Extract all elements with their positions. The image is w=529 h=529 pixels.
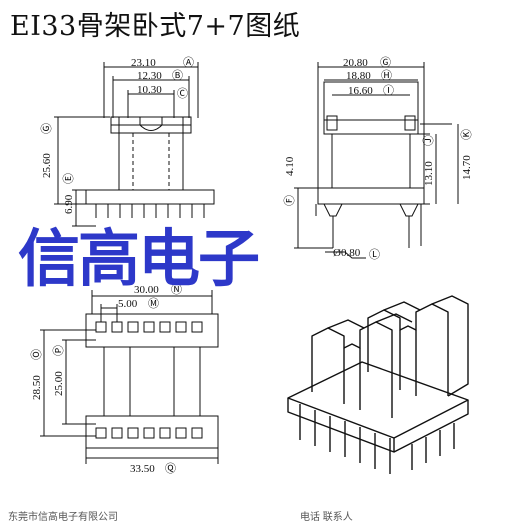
- marker-i: Ⓘ: [383, 84, 394, 97]
- side-top-flange: [323, 81, 419, 135]
- iso-pins: [299, 404, 455, 474]
- dim-pin-diameter: Ø0.80: [333, 247, 361, 259]
- iso-right-flange: [367, 303, 449, 396]
- dim-line: [420, 123, 459, 204]
- watermark-text: 信高电子: [18, 222, 260, 295]
- front-view: [54, 62, 215, 227]
- marker-l: Ⓛ: [369, 248, 380, 261]
- dim-bottom-width: 30.00: [134, 284, 159, 296]
- dim-front-width-outer: 23.10: [131, 57, 156, 69]
- front-pins: [95, 204, 205, 218]
- dim-line: [325, 251, 366, 259]
- bottom-pin-pads: [95, 321, 203, 439]
- bottom-body: [103, 347, 201, 416]
- dim-line: [112, 76, 190, 118]
- marker-b: Ⓑ: [172, 69, 183, 82]
- footer-right-text: 电话 联系人: [300, 512, 353, 523]
- dim-bottom-height-outer: 28.50: [31, 375, 43, 400]
- iso-right-flange-top: [383, 295, 469, 397]
- dim-pin-length: 4.10: [284, 156, 296, 176]
- dim-line: [100, 304, 118, 322]
- dim-line: [54, 116, 110, 205]
- dim-side-width-outer: 20.80: [343, 57, 368, 69]
- dim-bottom-base: 33.50: [130, 463, 155, 475]
- isometric-view: [287, 295, 469, 474]
- side-slot-right: [404, 115, 416, 131]
- marker-k: Ⓚ: [460, 129, 473, 140]
- front-body-sides: [118, 117, 184, 190]
- drawing-title: EI33骨架卧式7+7图纸: [10, 11, 301, 42]
- dim-pin-pitch: 5.00: [118, 298, 138, 310]
- marker-e: Ⓔ: [62, 173, 75, 184]
- bottom-view: [40, 290, 219, 464]
- marker-g-side: Ⓖ: [380, 56, 391, 69]
- marker-f: Ⓕ: [283, 195, 296, 206]
- side-base: [317, 187, 425, 205]
- marker-q: Ⓠ: [165, 462, 176, 475]
- front-base-flange: [85, 189, 215, 205]
- dim-front-height-base: 6.90: [63, 194, 75, 214]
- dim-line: [85, 448, 219, 464]
- dim-side-width-mid: 18.80: [346, 70, 371, 82]
- iso-left-flange: [311, 321, 393, 418]
- dim-line: [62, 339, 96, 425]
- dim-line: [91, 290, 213, 314]
- dim-front-height-total: 25.60: [41, 153, 53, 178]
- dim-front-width-mid: 12.30: [137, 70, 162, 82]
- dim-side-h2: 14.70: [461, 155, 473, 180]
- marker-g-front: Ⓖ: [40, 123, 53, 134]
- dim-side-width-inner: 16.60: [348, 85, 373, 97]
- side-slot-left: [326, 115, 338, 131]
- dim-bottom-height-inner: 25.00: [53, 371, 65, 396]
- iso-base-sides: [287, 398, 469, 453]
- bottom-bottom-flange: [85, 415, 219, 449]
- dim-line: [418, 133, 437, 205]
- dim-line: [103, 62, 199, 118]
- footer-left-text: 东莞市信高电子有限公司: [8, 512, 118, 523]
- dim-line: [72, 189, 96, 227]
- dim-line: [317, 62, 425, 188]
- dim-line: [294, 187, 333, 249]
- dim-front-width-inner: 10.30: [137, 84, 162, 96]
- dim-line: [40, 329, 96, 437]
- side-body: [331, 134, 411, 188]
- dim-side-h1: 13.10: [423, 161, 435, 186]
- marker-p: Ⓟ: [52, 345, 65, 356]
- marker-c: Ⓒ: [177, 87, 188, 100]
- side-view: [294, 62, 459, 259]
- iso-body-edges: [343, 330, 417, 410]
- iso-left-flange-top: [327, 313, 413, 329]
- marker-a: Ⓐ: [183, 56, 194, 69]
- front-notch: [139, 117, 163, 131]
- marker-n: Ⓝ: [171, 283, 182, 296]
- marker-j: Ⓙ: [422, 135, 435, 146]
- marker-m: Ⓜ: [148, 297, 159, 310]
- front-core-hidden: [132, 133, 170, 190]
- marker-h: Ⓗ: [381, 69, 392, 82]
- side-pins: [315, 204, 422, 248]
- marker-o: Ⓞ: [30, 349, 43, 360]
- side-feet: [323, 203, 419, 217]
- dim-line: [127, 90, 175, 118]
